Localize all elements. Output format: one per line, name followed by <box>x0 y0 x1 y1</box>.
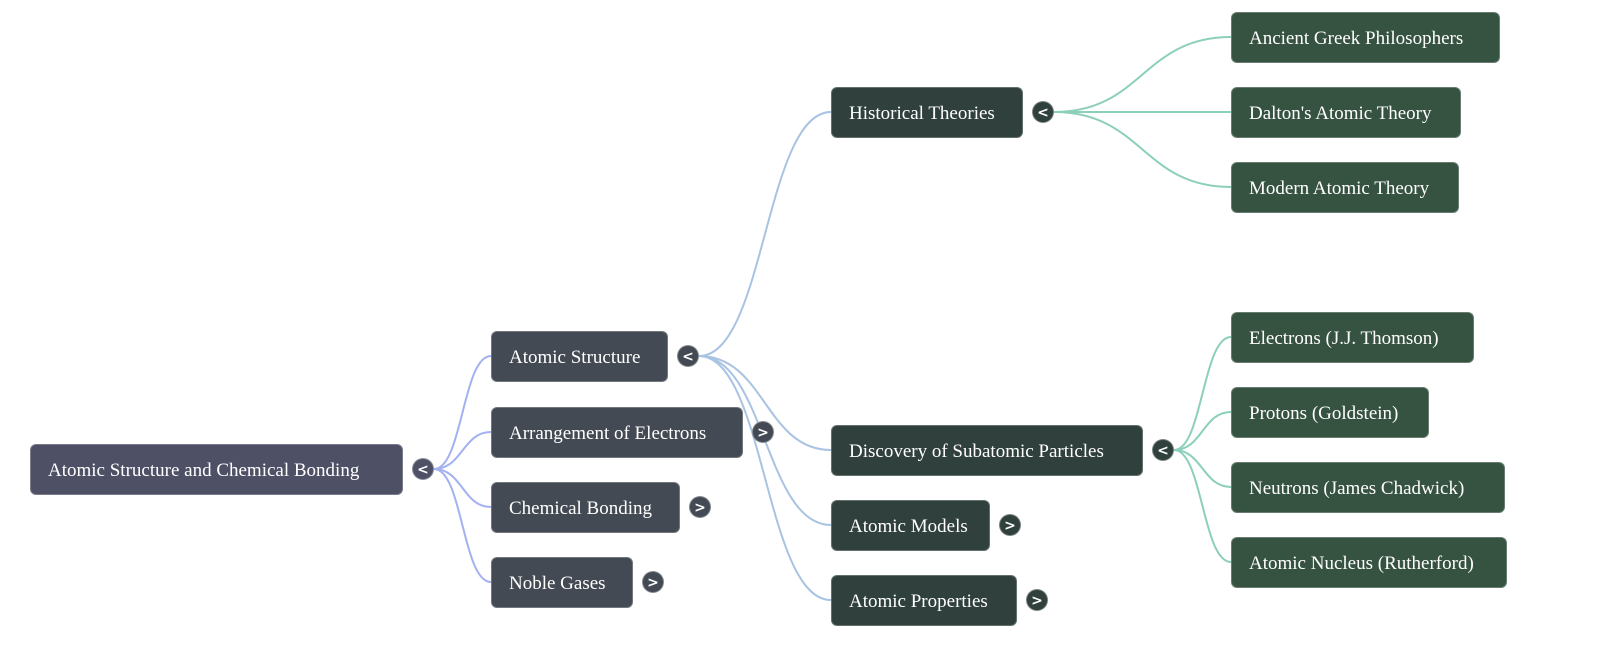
connector-line <box>433 355 492 470</box>
collapse-toggle-icon[interactable]: < <box>412 458 434 480</box>
leaf-node-atomic-nucleus[interactable]: Atomic Nucleus (Rutherford) <box>1231 537 1507 588</box>
connector-line <box>698 355 832 451</box>
connector-line <box>1053 36 1232 113</box>
expand-toggle-icon[interactable]: > <box>1026 589 1048 611</box>
root-node[interactable]: Atomic Structure and Chemical Bonding <box>30 444 403 495</box>
collapse-toggle-icon[interactable]: < <box>1152 439 1174 461</box>
expand-toggle-icon[interactable]: > <box>689 496 711 518</box>
branch-node-atomic-models[interactable]: Atomic Models <box>831 500 990 551</box>
leaf-node-protons[interactable]: Protons (Goldstein) <box>1231 387 1429 438</box>
leaf-node-ancient-greek-philosophers[interactable]: Ancient Greek Philosophers <box>1231 12 1500 63</box>
collapse-toggle-icon[interactable]: < <box>677 345 699 367</box>
branch-node-atomic-properties[interactable]: Atomic Properties <box>831 575 1017 626</box>
connector-line <box>1173 336 1232 451</box>
connector-line <box>1053 111 1232 188</box>
connector-line <box>698 355 832 601</box>
connector-line <box>433 468 492 583</box>
expand-toggle-icon[interactable]: > <box>999 514 1021 536</box>
leaf-node-daltons-atomic-theory[interactable]: Dalton's Atomic Theory <box>1231 87 1461 138</box>
connector-line <box>1173 449 1232 488</box>
branch-node-atomic-structure[interactable]: Atomic Structure <box>491 331 668 382</box>
expand-toggle-icon[interactable]: > <box>642 571 664 593</box>
branch-node-arrangement-of-electrons[interactable]: Arrangement of Electrons <box>491 407 743 458</box>
connector-line <box>433 431 492 470</box>
branch-node-historical-theories[interactable]: Historical Theories <box>831 87 1023 138</box>
leaf-node-modern-atomic-theory[interactable]: Modern Atomic Theory <box>1231 162 1459 213</box>
collapse-toggle-icon[interactable]: < <box>1032 101 1054 123</box>
connector-line <box>698 111 832 357</box>
leaf-node-neutrons[interactable]: Neutrons (James Chadwick) <box>1231 462 1505 513</box>
leaf-node-electrons[interactable]: Electrons (J.J. Thomson) <box>1231 312 1474 363</box>
branch-node-discovery-of-subatomic-particles[interactable]: Discovery of Subatomic Particles <box>831 425 1143 476</box>
connector-line <box>1173 411 1232 451</box>
connector-line <box>433 468 492 508</box>
branch-node-noble-gases[interactable]: Noble Gases <box>491 557 633 608</box>
connector-line <box>1173 449 1232 563</box>
expand-toggle-icon[interactable]: > <box>752 421 774 443</box>
branch-node-chemical-bonding[interactable]: Chemical Bonding <box>491 482 680 533</box>
